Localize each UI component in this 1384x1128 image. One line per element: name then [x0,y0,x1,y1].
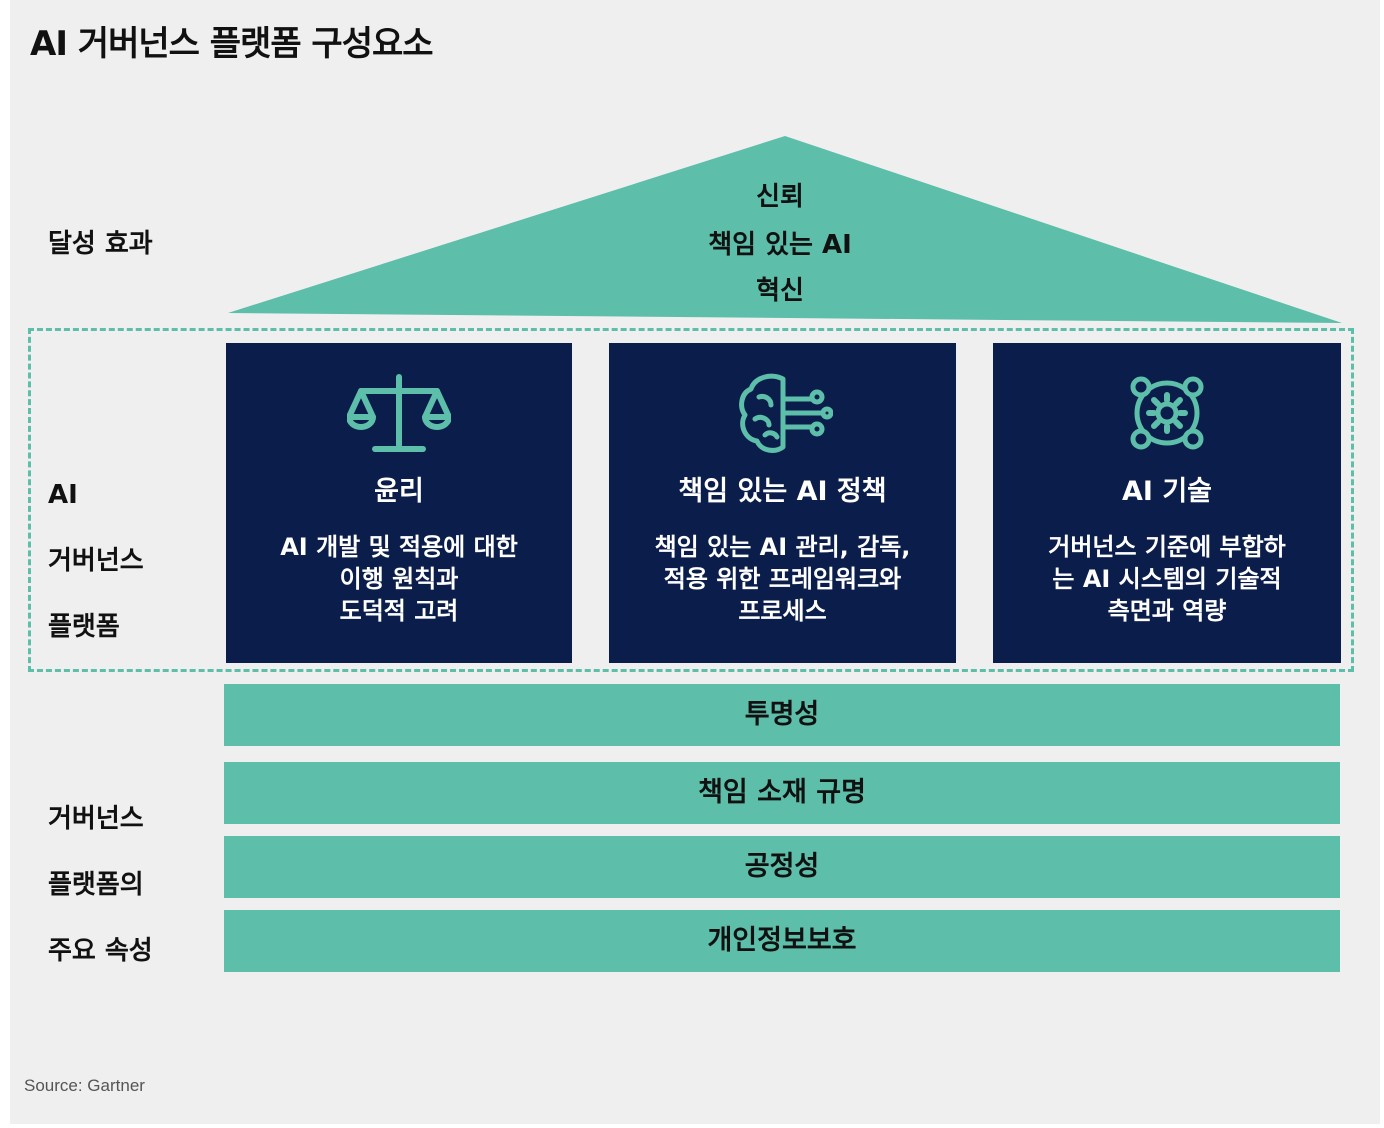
pillar-description-line: 이행 원칙과 [339,565,459,593]
gear-circuit-icon [1125,371,1209,459]
label-outcomes: 달성 효과 [48,229,153,259]
label-platform-line: 거버넌스 [48,546,144,576]
roof-triangle [228,136,1342,323]
pillar-ethics: 윤리 AI 개발 및 적용에 대한 이행 원칙과 도덕적 고려 [226,343,572,663]
attribute-bar-accountability: 책임 소재 규명 [224,762,1340,824]
label-platform-line: AI [48,480,78,510]
platform-dashed-frame [28,328,1354,672]
pillar-description-line: 프로세스 [738,597,827,625]
attribute-bar-fairness: 공정성 [224,836,1340,898]
pillar-description-line: 는 AI 시스템의 기술적 [1052,565,1282,593]
roof-line-innovation: 혁신 [756,276,804,306]
attribute-bar-transparency: 투명성 [224,684,1340,746]
roof-line-responsible-ai: 책임 있는 AI [708,230,852,260]
pillar-description-line: AI 개발 및 적용에 대한 [280,533,518,561]
roof-line-trust: 신뢰 [756,182,804,212]
pillar-description: 거버넌스 기준에 부합하 는 AI 시스템의 기술적 측면과 역량 [1013,531,1321,627]
brain-circuit-icon [733,371,833,459]
pillar-description-line: 도덕적 고려 [339,597,459,625]
pillar-description: AI 개발 및 적용에 대한 이행 원칙과 도덕적 고려 [246,531,552,627]
pillar-description-line: 거버넌스 기준에 부합하 [1048,533,1286,561]
label-attributes: 거버넌스 플랫폼의 주요 속성 [48,770,153,1001]
label-platform-line: 플랫폼 [48,612,120,642]
label-attributes-line: 주요 속성 [48,936,153,966]
page-title: AI 거버넌스 플랫폼 구성요소 [30,24,434,64]
label-attributes-line: 플랫폼의 [48,870,144,900]
pillar-description: 책임 있는 AI 관리, 감독, 적용 위한 프레임워크와 프로세스 [629,531,936,627]
pillar-title: 책임 있는 AI 정책 [678,476,887,507]
pillar-description-line: 책임 있는 AI 관리, 감독, [654,533,911,561]
scales-icon [346,371,452,459]
pillar-responsible-ai-policy: 책임 있는 AI 정책 책임 있는 AI 관리, 감독, 적용 위한 프레임워크… [609,343,956,663]
pillar-ai-technology: AI 기술 거버넌스 기준에 부합하 는 AI 시스템의 기술적 측면과 역량 [993,343,1341,663]
source-note: Source: Gartner [24,1076,145,1095]
attribute-bar-privacy: 개인정보보호 [224,910,1340,972]
label-attributes-line: 거버넌스 [48,804,144,834]
pillar-title: 윤리 [374,476,424,507]
pillar-description-line: 적용 위한 프레임워크와 [663,565,902,593]
pillar-title: AI 기술 [1121,476,1213,507]
pillar-description-line: 측면과 역량 [1107,597,1227,625]
label-platform: AI 거버넌스 플랫폼 [48,446,144,677]
